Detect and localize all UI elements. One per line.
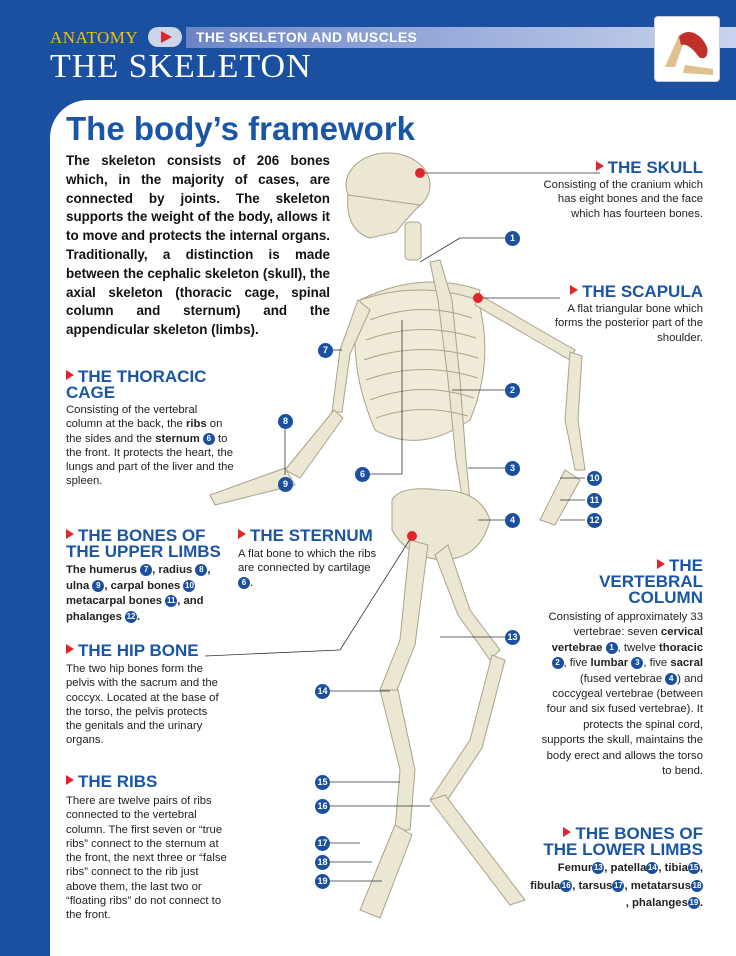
- skull-text: Consisting of the cranium which has eigh…: [543, 179, 704, 220]
- callout-10[interactable]: 10: [587, 471, 602, 486]
- red-arrow-icon: [66, 775, 74, 785]
- scapula-title: THE SCAPULA: [550, 282, 703, 301]
- breadcrumb-bar: [186, 27, 736, 48]
- sternum-text: A flat bone to which the ribs are connec…: [238, 548, 377, 589]
- header-bar: ANATOMY THE SKELETON AND MUSCLES THE SKE…: [0, 0, 736, 110]
- red-arrow-icon: [657, 559, 665, 569]
- upper-limbs-title-line2: THE UPPER LIMBS: [66, 542, 221, 561]
- red-arrow-icon: [563, 827, 572, 837]
- thoracic-cage-title-line2: CAGE: [66, 383, 116, 402]
- skull-title: THE SKULL: [560, 158, 703, 177]
- page-title: THE SKELETON: [50, 48, 312, 85]
- ref-6-icon: 6: [202, 432, 215, 445]
- callout-11[interactable]: 11: [587, 493, 602, 508]
- callout-16[interactable]: 16: [315, 799, 330, 814]
- hip-bone-title-text: THE HIP BONE: [78, 641, 199, 660]
- breadcrumb-section[interactable]: THE SKELETON AND MUSCLES: [196, 29, 418, 45]
- red-arrow-icon: [595, 161, 604, 171]
- callout-17[interactable]: 17: [315, 836, 330, 851]
- lower-limbs-title-line2: THE LOWER LIMBS: [543, 840, 703, 859]
- hip-bone-text: The two hip bones form the pelvis with t…: [66, 663, 219, 747]
- callout-3[interactable]: 3: [505, 461, 520, 476]
- vertebral-title-line1: THE: [669, 556, 703, 575]
- callout-8[interactable]: 8: [278, 414, 293, 429]
- callout-6[interactable]: 6: [355, 467, 370, 482]
- callout-7[interactable]: 7: [318, 343, 333, 358]
- vertebral-title-line3: COLUMN: [628, 588, 703, 607]
- callout-18[interactable]: 18: [315, 855, 330, 870]
- section-heading: The body’s framework: [66, 110, 416, 147]
- callout-14[interactable]: 14: [315, 684, 330, 699]
- callout-4[interactable]: 4: [505, 513, 520, 528]
- upper-limbs-text: The humerus 7, radius 8, ulna 9, carpal …: [66, 564, 211, 623]
- callout-9[interactable]: 9: [278, 477, 293, 492]
- vertebral-title-line2: VERTEBRAL: [599, 572, 703, 591]
- vertebral-column-text: Consisting of approximately 33 vertebrae…: [541, 611, 703, 778]
- thoracic-cage-text: Consisting of the vertebral column at th…: [66, 404, 234, 488]
- callout-19[interactable]: 19: [315, 874, 330, 889]
- callout-1[interactable]: 1: [505, 231, 520, 246]
- scapula-title-text: THE SCAPULA: [582, 282, 703, 301]
- ribs-text: There are twelve pairs of ribs connected…: [66, 795, 227, 922]
- red-arrow-icon: [66, 644, 74, 654]
- breadcrumb-arrow-icon: [148, 27, 182, 47]
- muscle-arm-icon: [654, 16, 720, 82]
- callout-15[interactable]: 15: [315, 775, 330, 790]
- red-arrow-icon: [570, 285, 579, 295]
- sternum-title-text: THE STERNUM: [250, 526, 373, 545]
- intro-paragraph: The skeleton consists of 206 bones which…: [66, 153, 330, 338]
- callout-12[interactable]: 12: [587, 513, 602, 528]
- breadcrumb-anatomy[interactable]: ANATOMY: [50, 28, 139, 47]
- upper-limbs-title-line1: THE BONES OF: [78, 526, 206, 545]
- scapula-text: A flat triangular bone which forms the p…: [554, 303, 703, 344]
- ribs-title-text: THE RIBS: [78, 772, 158, 791]
- thoracic-cage-title-line1: THE THORACIC: [78, 367, 207, 386]
- callout-2[interactable]: 2: [505, 383, 520, 398]
- skull-title-text: THE SKULL: [607, 158, 703, 177]
- sternum-title: THE STERNUM: [238, 526, 373, 545]
- red-arrow-icon: [66, 370, 74, 380]
- hip-bone-title: THE HIP BONE: [66, 641, 199, 660]
- red-arrow-icon: [66, 529, 74, 539]
- ribs-title: THE RIBS: [66, 772, 158, 791]
- red-arrow-icon: [238, 529, 246, 539]
- callout-13[interactable]: 13: [505, 630, 520, 645]
- lower-limbs-title-line1: THE BONES OF: [575, 824, 703, 843]
